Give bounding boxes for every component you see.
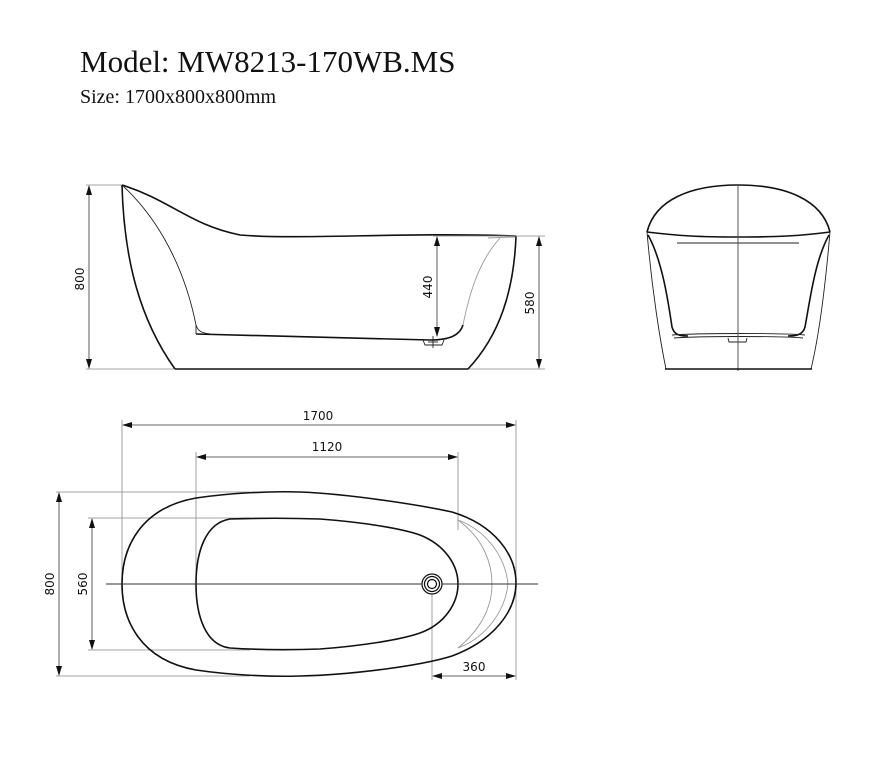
inner-length-label: 1120 xyxy=(312,440,343,454)
side-view: 800 440 580 xyxy=(73,184,545,370)
inner-depth-label: 440 xyxy=(421,276,435,299)
size-subtitle: Size: 1700x800x800mm xyxy=(80,86,277,108)
end-view xyxy=(646,184,831,371)
rim-height-label: 580 xyxy=(523,292,537,315)
top-view: 1700 1120 800 560 360 xyxy=(43,409,538,680)
inner-width-label: 560 xyxy=(76,573,90,596)
overall-length-label: 1700 xyxy=(303,409,334,423)
model-title: Model: MW8213-170WB.MS xyxy=(80,44,456,79)
overall-width-label: 800 xyxy=(43,573,57,596)
drain-offset-label: 360 xyxy=(463,660,486,674)
side-height-label: 800 xyxy=(73,268,87,291)
